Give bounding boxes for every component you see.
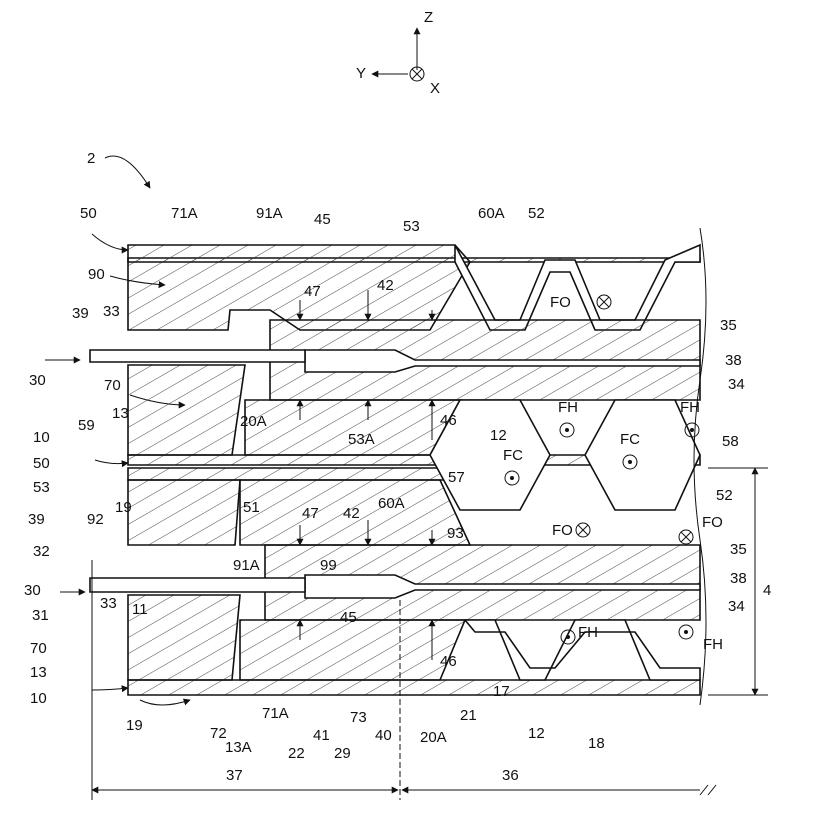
ref-40: 40 [375, 727, 392, 744]
flow-hot-marker-4: FH [679, 625, 723, 653]
ref-53b: 53 [33, 479, 50, 496]
ref-30: 30 [29, 372, 46, 389]
axis-label-z: Z [424, 9, 433, 26]
ref-33b: 33 [100, 595, 117, 612]
top-plate [128, 245, 470, 262]
svg-text:FC: FC [503, 447, 523, 464]
ref-99: 99 [320, 557, 337, 574]
svg-text:FO: FO [552, 522, 573, 539]
ref-58: 58 [722, 433, 739, 450]
svg-text:FO: FO [550, 294, 571, 311]
ref-4: 4 [763, 582, 771, 599]
svg-text:FH: FH [680, 399, 700, 416]
ref-19b: 19 [126, 717, 143, 734]
ref-11: 11 [132, 601, 148, 618]
ref-30b: 30 [24, 582, 41, 599]
svg-text:FH: FH [558, 399, 578, 416]
ref-13A: 13A [225, 739, 252, 756]
ref-90: 90 [88, 266, 105, 283]
ref-35: 35 [720, 317, 737, 334]
ref-53: 53 [403, 218, 420, 235]
ref-60Ab: 60A [378, 495, 405, 512]
middle-hex-grid-2 [585, 400, 700, 510]
ref-46b: 46 [440, 653, 457, 670]
ref-47: 47 [304, 283, 321, 300]
svg-text:FH: FH [703, 636, 723, 653]
ref-71Ab: 71A [262, 705, 289, 722]
ref-36: 36 [502, 767, 519, 784]
ref-10b: 10 [30, 690, 47, 707]
break-line [694, 228, 706, 705]
lower-left-wedge [128, 480, 240, 545]
ref-70: 70 [104, 377, 121, 394]
ref-50: 50 [80, 205, 97, 222]
ref-39b: 39 [28, 511, 45, 528]
ref-17: 17 [493, 683, 510, 700]
ref-19: 19 [115, 499, 132, 516]
ref-18: 18 [588, 735, 605, 752]
ref-47b: 47 [302, 505, 319, 522]
ref-39: 39 [72, 305, 89, 322]
ref-21: 21 [460, 707, 477, 724]
ref-38: 38 [725, 352, 742, 369]
ref-32: 32 [33, 543, 50, 560]
ref-92: 92 [87, 511, 104, 528]
svg-text:FC: FC [620, 431, 640, 448]
ref-2: 2 [87, 150, 95, 167]
lower-inlet-rod [90, 578, 305, 592]
ref-70b: 70 [30, 640, 47, 657]
ref-42b: 42 [343, 505, 360, 522]
ref-91Ab: 91A [233, 557, 260, 574]
ref-46: 46 [440, 412, 457, 429]
cross-section-bodies [90, 228, 706, 800]
svg-text:FO: FO [702, 514, 723, 531]
ref-53A: 53A [348, 431, 375, 448]
ref-71A: 71A [171, 205, 198, 222]
flow-out-marker-2: FO [552, 522, 590, 539]
ref-45: 45 [314, 211, 331, 228]
ref-52: 52 [528, 205, 545, 222]
ref-37: 37 [226, 767, 243, 784]
ref-51: 51 [243, 499, 260, 516]
ref-34: 34 [728, 376, 745, 393]
ref-50b: 50 [33, 455, 50, 472]
axis-label-x: X [430, 80, 440, 97]
bottom-plate [128, 680, 700, 695]
upper-left-wedge [128, 365, 245, 455]
ref-20Ab: 20A [420, 729, 447, 746]
ref-22: 22 [288, 745, 305, 762]
flow-out-marker-3: FO [679, 514, 723, 544]
axis-label-y: Y [356, 65, 366, 82]
middle-plate-lower [128, 468, 465, 480]
ref-52b: 52 [716, 487, 733, 504]
ref-35b: 35 [730, 541, 747, 558]
ref-42: 42 [377, 277, 394, 294]
ref-13: 13 [112, 405, 129, 422]
ref-38b: 38 [730, 570, 747, 587]
ref-59: 59 [78, 417, 95, 434]
ref-29: 29 [334, 745, 351, 762]
ref-34b: 34 [728, 598, 745, 615]
ref-93: 93 [447, 525, 464, 542]
ref-10: 10 [33, 429, 50, 446]
ref-20A: 20A [240, 413, 267, 430]
ref-57: 57 [448, 469, 465, 486]
axis-indicator: Z Y X [356, 9, 440, 97]
bottom-block [240, 620, 465, 680]
ref-41: 41 [313, 727, 330, 744]
ref-73: 73 [350, 709, 367, 726]
svg-text:FH: FH [578, 624, 598, 641]
ref-12: 12 [490, 427, 507, 444]
ref-31: 31 [32, 607, 49, 624]
ref-12b: 12 [528, 725, 545, 742]
ref-13b: 13 [30, 664, 47, 681]
ref-91A: 91A [256, 205, 283, 222]
upper-inlet-rod [90, 350, 305, 362]
ref-45b: 45 [340, 609, 357, 626]
ref-33: 33 [103, 303, 120, 320]
ref-60A: 60A [478, 205, 505, 222]
flow-hot-marker-1: FH [558, 399, 578, 437]
